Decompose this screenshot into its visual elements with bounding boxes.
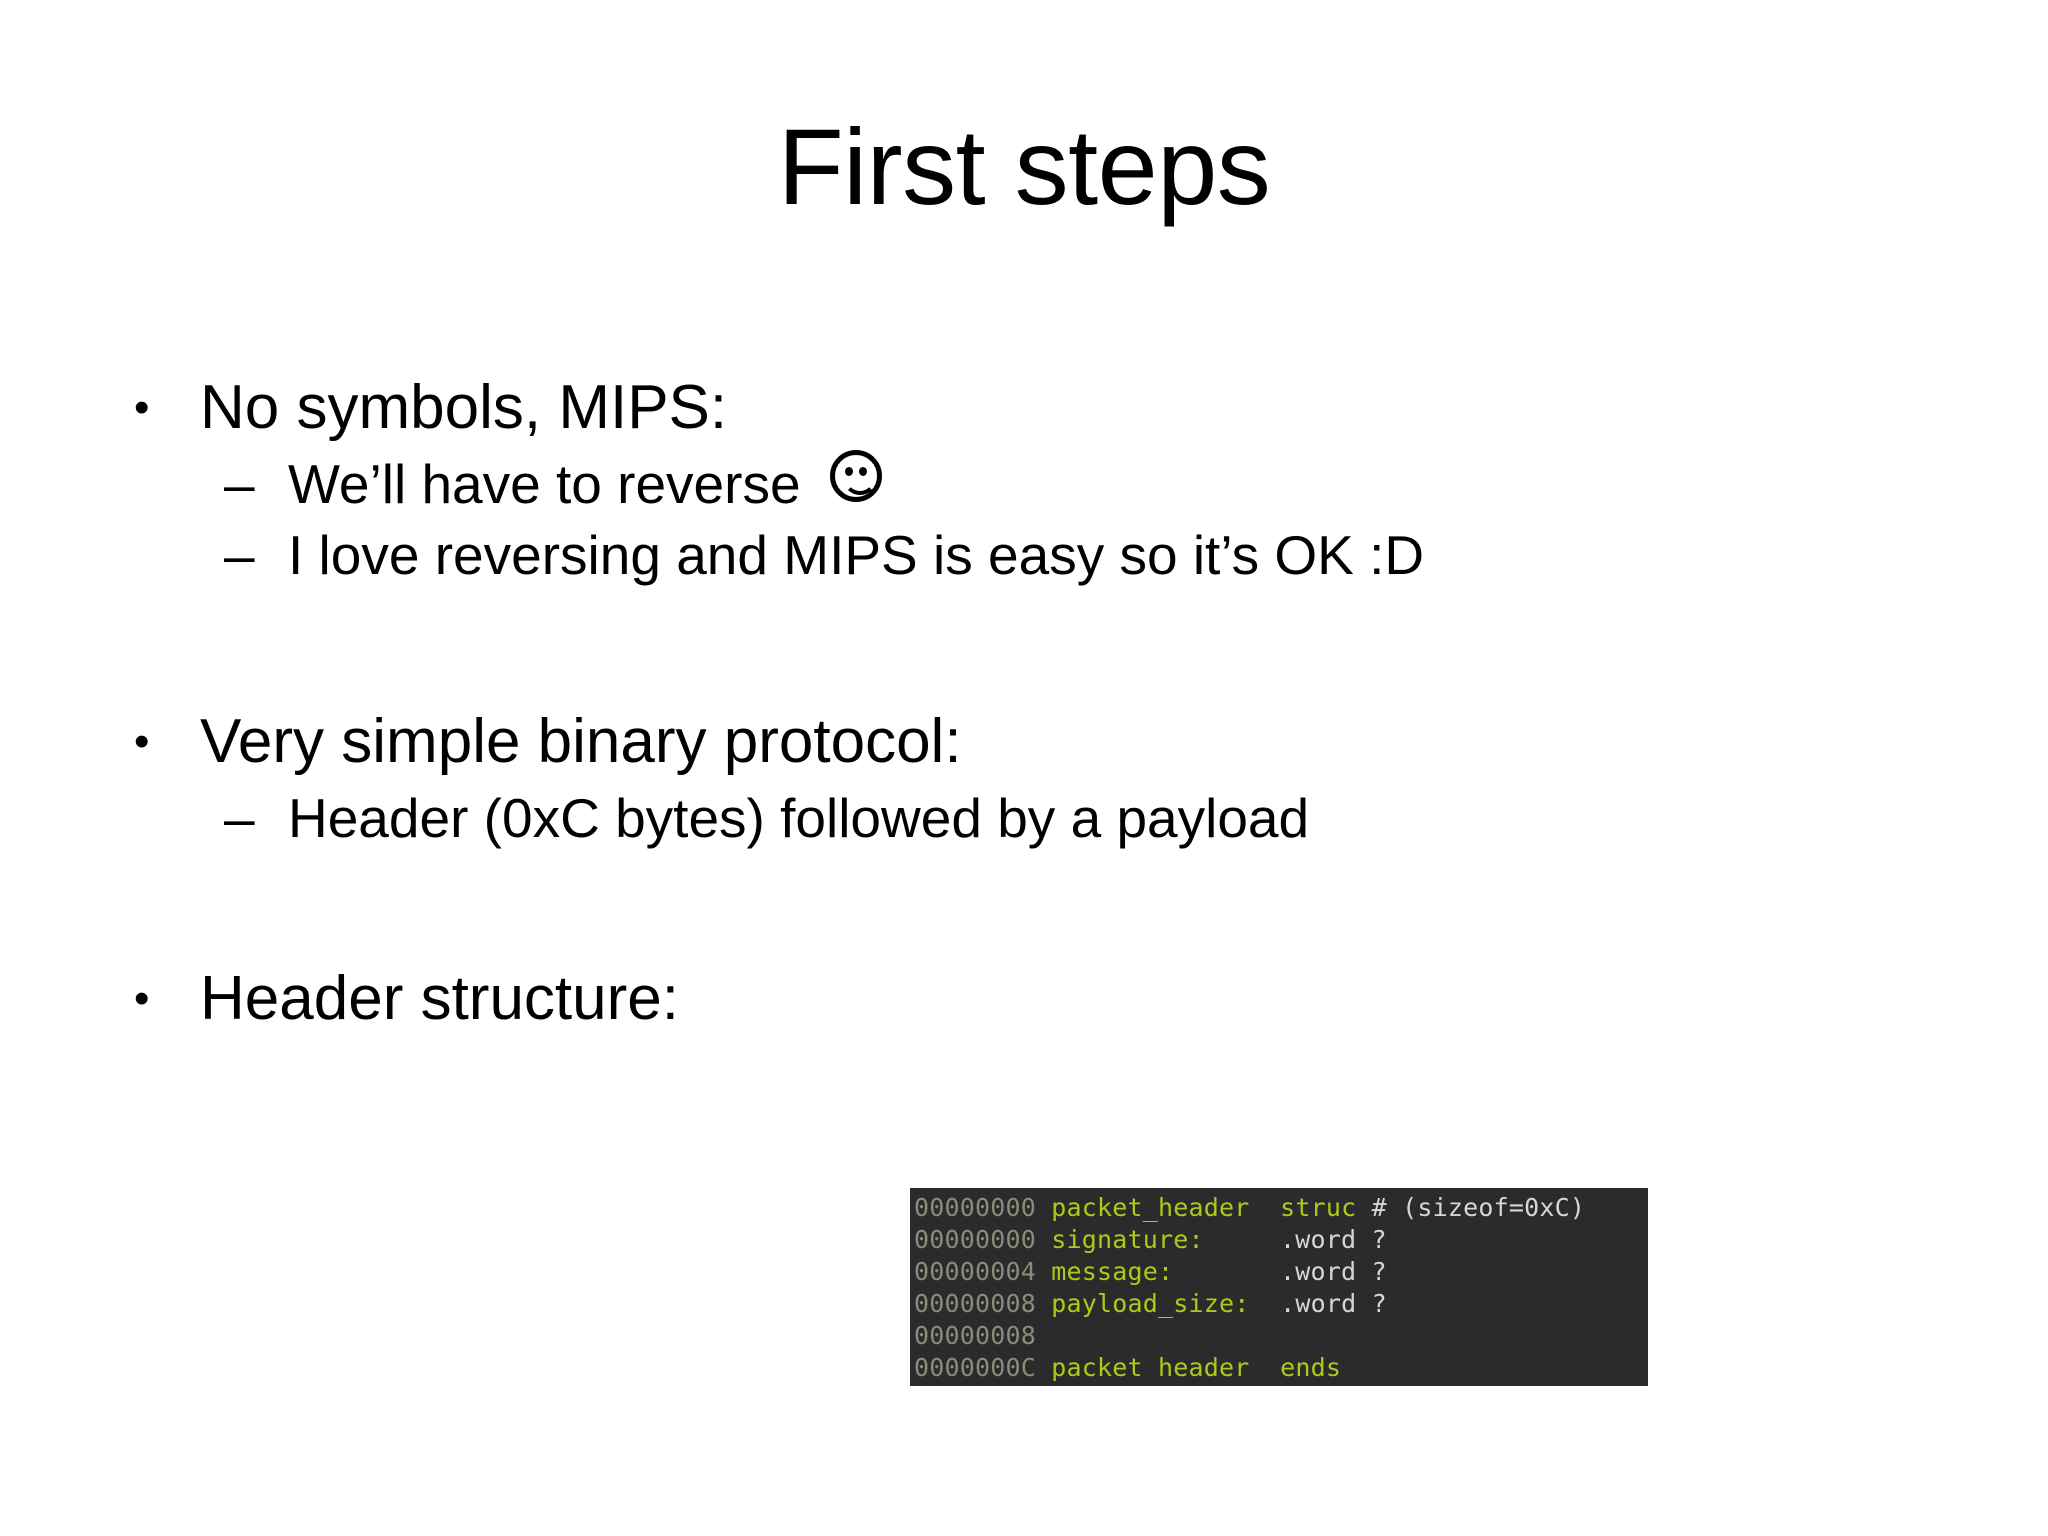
code-symbol: packet header <box>1051 1353 1250 1382</box>
code-address: 00000008 <box>914 1321 1052 1350</box>
code-directive: .word ? <box>1280 1257 1387 1286</box>
bullet-text: Very simple binary protocol: <box>200 707 962 777</box>
code-address: 00000004 <box>914 1257 1052 1286</box>
code-directive: .word ? <box>1280 1225 1387 1254</box>
bullet-item-well-have-to-reverse: – We’ll have to reverse <box>0 449 2048 519</box>
bullet-marker-dot: • <box>134 974 150 1024</box>
bullet-marker-dash: – <box>224 452 255 515</box>
code-directive: .word ? <box>1280 1289 1387 1318</box>
code-padding <box>1204 1225 1280 1254</box>
code-line: 00000000 signature: .word ? <box>914 1224 1648 1256</box>
bullet-item-header-structure: • Header structure: <box>0 961 2048 1037</box>
bullet-spacer <box>0 855 2048 961</box>
bullet-marker-dash: – <box>224 786 255 849</box>
code-padding <box>1250 1193 1281 1222</box>
code-line: 00000000 packet_header struc # (sizeof=0… <box>914 1192 1648 1224</box>
bullet-text: I love reversing and MIPS is easy so it’… <box>288 523 1425 586</box>
bullet-item-very-simple-binary-protocol: • Very simple binary protocol: <box>0 704 2048 780</box>
code-address: 00000000 <box>914 1225 1052 1254</box>
bullet-marker-dot: • <box>134 383 150 432</box>
code-line: 00000008 payload_size: .word ? <box>914 1288 1648 1320</box>
code-keyword: ends <box>1280 1353 1342 1382</box>
code-keyword: struc <box>1280 1193 1357 1222</box>
code-comment: # (sizeof=0xC) <box>1356 1193 1586 1222</box>
code-address: 00000000 <box>914 1193 1052 1222</box>
slide-body: • No symbols, MIPS: – We’ll have to reve… <box>0 370 2048 1041</box>
code-line: 00000008 <box>914 1320 1648 1352</box>
bullet-item-header-followed-by-payload: – Header (0xC bytes) followed by a paylo… <box>0 784 2048 853</box>
code-address: 00000008 <box>914 1289 1052 1318</box>
bullet-text: We’ll have to reverse <box>288 452 816 515</box>
bullet-text: Header (0xC bytes) followed by a payload <box>288 786 1310 849</box>
bullet-marker-dot: • <box>134 717 150 767</box>
code-symbol: signature: <box>1051 1225 1204 1254</box>
bullet-item-i-love-reversing: – I love reversing and MIPS is easy so i… <box>0 521 2048 590</box>
code-listing-panel: 00000000 packet_header struc # (sizeof=0… <box>910 1188 1648 1386</box>
page-title: First steps <box>777 106 1271 227</box>
code-address: 0000000C <box>914 1353 1052 1382</box>
bullet-text: Header structure: <box>200 964 679 1034</box>
bullet-spacer <box>0 592 2048 704</box>
code-padding <box>1173 1257 1280 1286</box>
bullet-item-no-symbols: • No symbols, MIPS: <box>0 370 2048 446</box>
code-symbol: payload_size: <box>1051 1289 1250 1318</box>
smiley-face-icon <box>829 449 882 502</box>
bullet-text: No symbols, MIPS: <box>200 373 728 442</box>
code-symbol: packet_header <box>1051 1193 1250 1222</box>
bullet-marker-dash: – <box>224 523 255 586</box>
code-symbol: message: <box>1051 1257 1174 1286</box>
code-padding <box>1250 1289 1281 1318</box>
code-line: 0000000C packet header ends <box>914 1352 1648 1384</box>
code-padding <box>1250 1353 1281 1382</box>
code-line: 00000004 message: .word ? <box>914 1256 1648 1288</box>
